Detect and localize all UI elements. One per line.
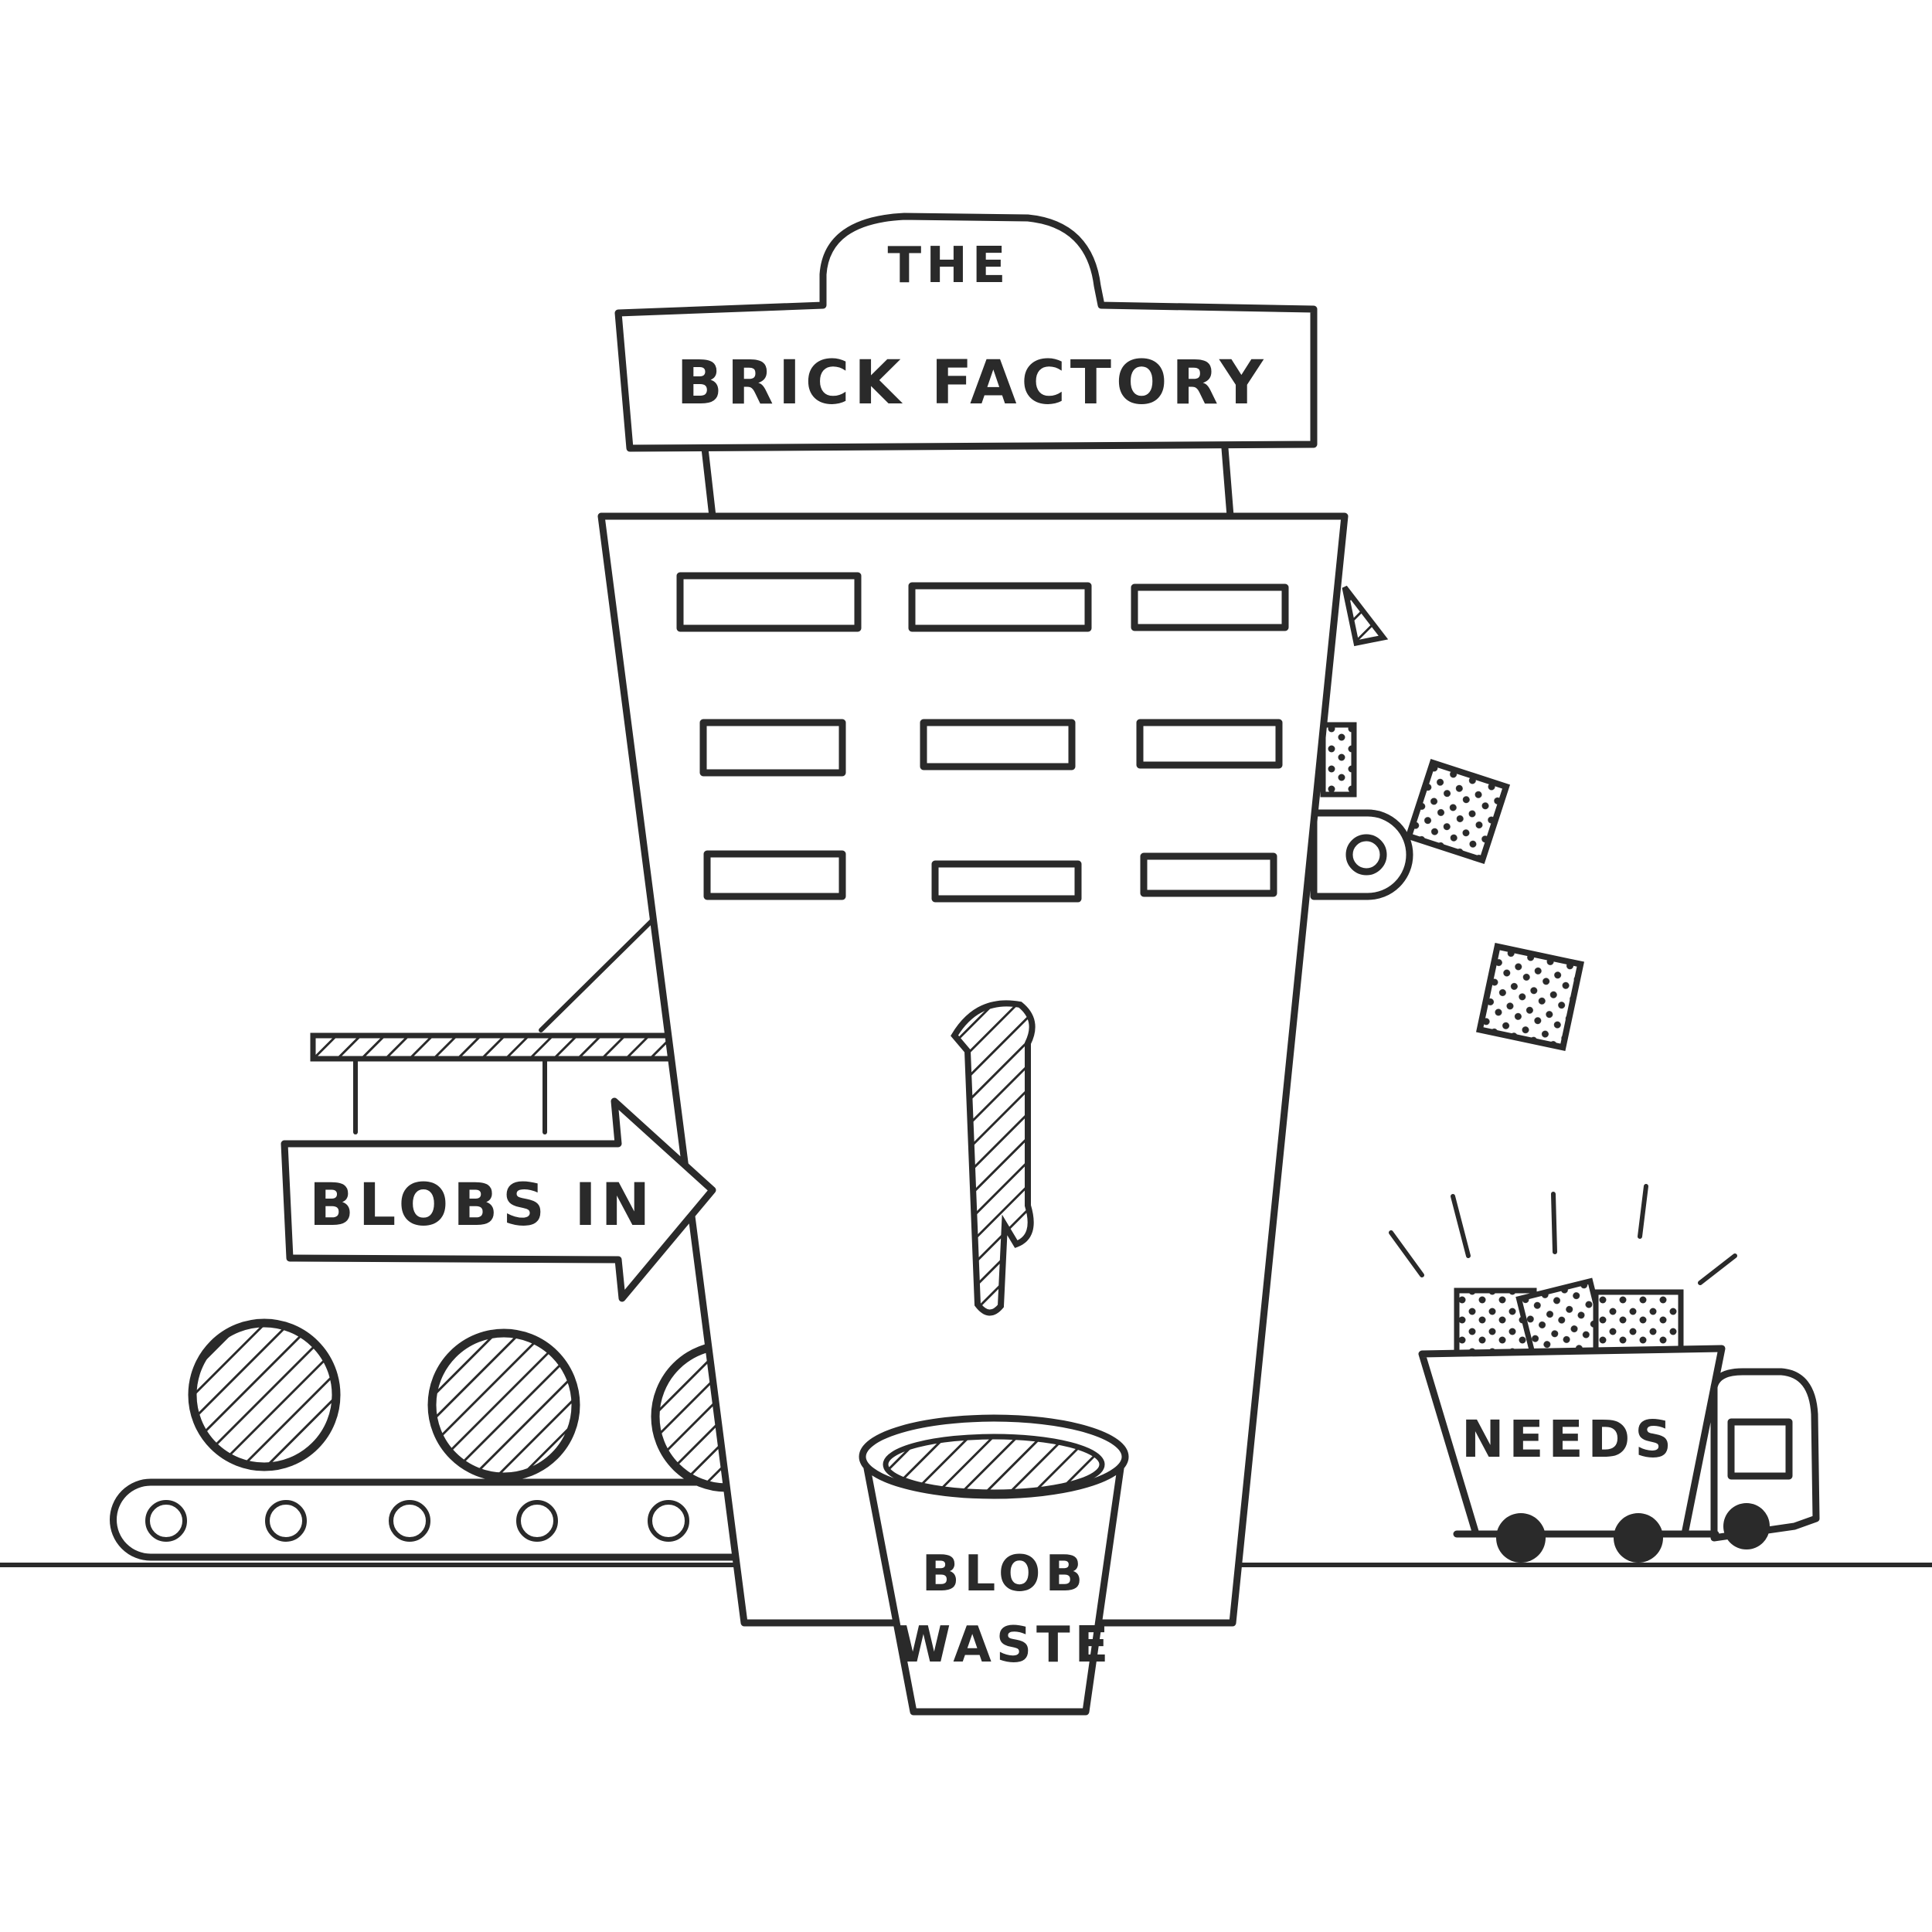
sign-top-word: THE <box>888 237 1011 294</box>
brick <box>1404 758 1511 865</box>
blob <box>188 1318 341 1471</box>
bucket-label-line1: BLOB <box>922 1546 1087 1603</box>
factory-sign: THE BRICK FACTORY <box>614 213 1318 520</box>
factory-building <box>597 512 1349 1627</box>
truck-wheel <box>1723 1503 1770 1549</box>
sign-main-words: BRICK FACTORY <box>676 349 1267 418</box>
arrow-sign-label: BLOBS IN <box>309 1170 655 1239</box>
bucket-label-line2: WASTE <box>896 1617 1114 1674</box>
truck-wheel <box>1614 1513 1663 1563</box>
conveyor-belt <box>110 1478 742 1561</box>
extruded-blob <box>951 1000 1036 1316</box>
motion-lines <box>1389 1184 1737 1285</box>
annex-building <box>310 917 679 1134</box>
blob-waste-bucket: BLOB WASTE <box>859 1414 1129 1716</box>
truck-wheel <box>1496 1513 1546 1563</box>
falling-bricks <box>1404 758 1584 1051</box>
blob <box>427 1328 580 1481</box>
brick <box>1476 943 1584 1051</box>
truck-label: NEEDS <box>1461 1410 1676 1469</box>
delivery-truck: NEEDS <box>1418 1277 1820 1563</box>
blobs-in-arrow-sign: BLOBS IN <box>281 1097 716 1302</box>
